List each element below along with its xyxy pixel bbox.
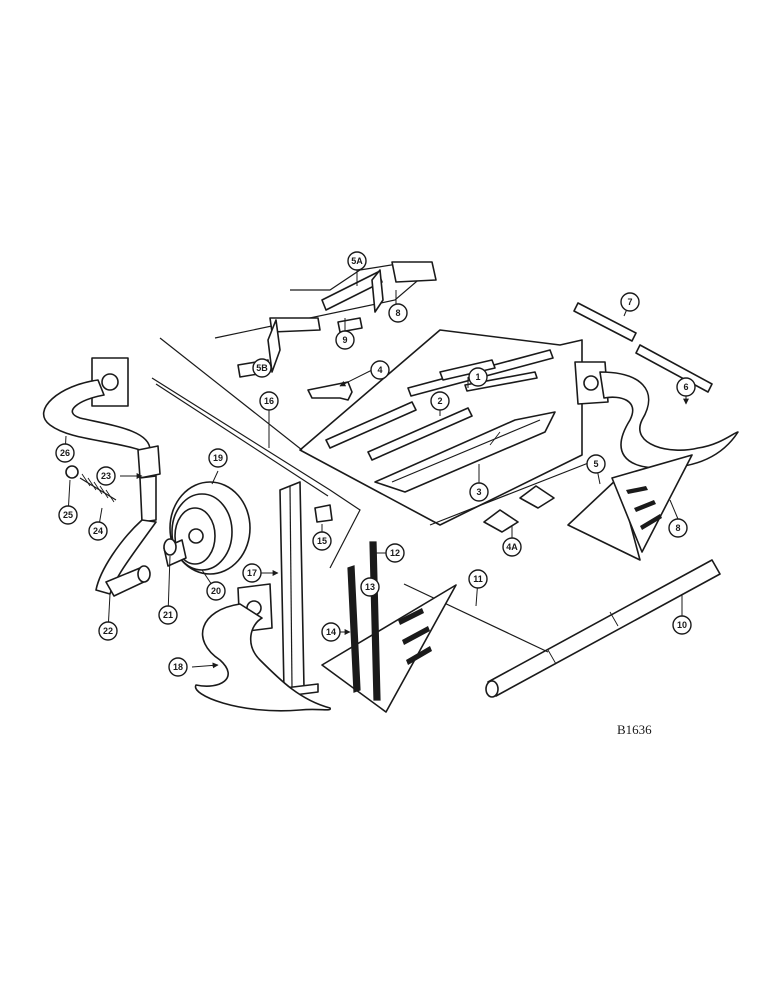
callout-17: 17 — [242, 563, 262, 583]
small-blocks — [483, 485, 555, 533]
callout-17-label: 17 — [247, 568, 257, 578]
callout-14-label: 14 — [326, 627, 336, 637]
callout-1-label: 1 — [475, 372, 480, 382]
shaft-tube — [403, 559, 721, 698]
callout-5-label: 5 — [593, 459, 598, 469]
callout-5a-label: 5A — [351, 256, 363, 266]
right-crop-divider — [574, 361, 739, 469]
callout-7: 7 — [620, 292, 640, 312]
callout-2: 2 — [430, 391, 450, 411]
small-clip — [314, 504, 333, 523]
callout-4a-label: 4A — [506, 542, 518, 552]
callout-11-label: 11 — [473, 574, 483, 584]
callout-4-label: 4 — [377, 365, 382, 375]
callout-23: 23 — [96, 466, 116, 486]
callout-15-label: 15 — [317, 536, 327, 546]
callout-8-right: 8 — [668, 518, 688, 538]
callout-6-label: 6 — [683, 382, 688, 392]
callout-19-label: 19 — [213, 453, 223, 463]
triangular-plates — [567, 454, 693, 561]
callout-12: 12 — [385, 543, 405, 563]
callout-2-label: 2 — [437, 396, 442, 406]
top-brackets — [214, 261, 437, 378]
callout-25-label: 25 — [63, 510, 73, 520]
callout-20: 20 — [206, 581, 226, 601]
callout-26: 26 — [55, 443, 75, 463]
callout-1: 1 — [468, 367, 488, 387]
callout-5: 5 — [586, 454, 606, 474]
callout-6: 6 — [676, 377, 696, 397]
callout-5b: 5B — [252, 358, 272, 378]
nut — [65, 465, 79, 479]
callout-8-top: 8 — [388, 303, 408, 323]
callout-22-label: 22 — [103, 626, 113, 636]
callout-4a: 4A — [502, 537, 522, 557]
pipe-assembly — [42, 357, 161, 597]
callout-3-label: 3 — [476, 487, 481, 497]
callout-4: 4 — [370, 360, 390, 380]
callout-5b-label: 5B — [256, 363, 268, 373]
callout-13-label: 13 — [365, 582, 375, 592]
drawing-id: B1636 — [617, 722, 652, 737]
callout-5a: 5A — [347, 251, 367, 271]
pulley-assembly — [163, 481, 251, 575]
callout-19: 19 — [208, 448, 228, 468]
callout-7-label: 7 — [627, 297, 632, 307]
callout-18: 18 — [168, 657, 188, 677]
callout-8-right-label: 8 — [675, 523, 680, 533]
callout-24-label: 24 — [93, 526, 103, 536]
callout-21-label: 21 — [163, 610, 173, 620]
callout-20-label: 20 — [211, 586, 221, 596]
callout-9-label: 9 — [342, 335, 347, 345]
callout-18-label: 18 — [173, 662, 183, 672]
callout-9: 9 — [335, 330, 355, 350]
callout-13: 13 — [360, 577, 380, 597]
callout-3: 3 — [469, 482, 489, 502]
callout-8-top-label: 8 — [395, 308, 400, 318]
long-bar — [151, 377, 361, 569]
callout-10-label: 10 — [677, 620, 687, 630]
small-bracket — [307, 381, 353, 401]
callout-23-label: 23 — [101, 471, 111, 481]
left-crop-divider — [194, 583, 331, 712]
callout-16-label: 16 — [264, 396, 274, 406]
chain-assembly — [321, 541, 457, 713]
washer — [163, 538, 177, 556]
callout-14: 14 — [321, 622, 341, 642]
spring — [79, 473, 117, 503]
callout-25: 25 — [58, 505, 78, 525]
callout-11: 11 — [468, 569, 488, 589]
callout-21: 21 — [158, 605, 178, 625]
callout-10: 10 — [672, 615, 692, 635]
divider-strips — [573, 302, 713, 393]
callout-24: 24 — [88, 521, 108, 541]
callout-12-label: 12 — [390, 548, 400, 558]
callout-15: 15 — [312, 531, 332, 551]
callout-22: 22 — [98, 621, 118, 641]
callout-26-label: 26 — [60, 448, 70, 458]
vertical-post — [267, 481, 319, 699]
callout-16: 16 — [259, 391, 279, 411]
